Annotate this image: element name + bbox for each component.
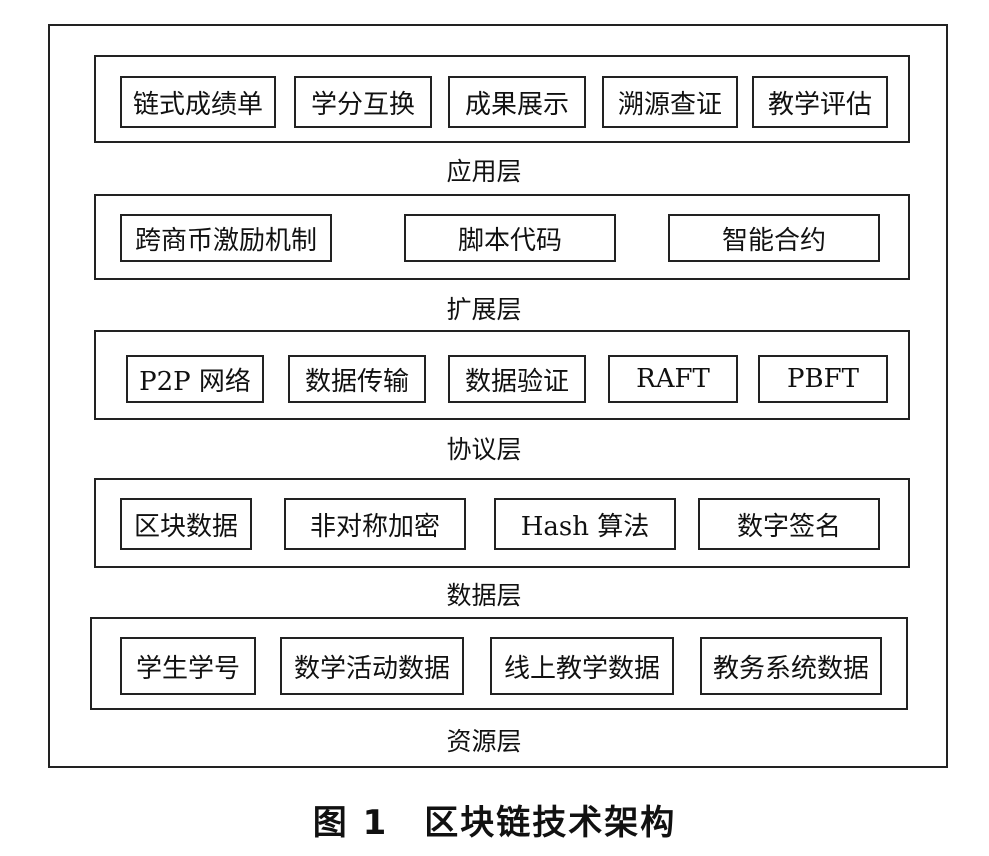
item-block-data: 区块数据 bbox=[120, 498, 252, 550]
item-online-teaching-data: 线上教学数据 bbox=[490, 637, 674, 695]
layer-data bbox=[94, 478, 910, 568]
item-math-activity-data: 数学活动数据 bbox=[280, 637, 464, 695]
item-trace-verify: 溯源查证 bbox=[602, 76, 738, 128]
item-incentive-mechanism: 跨商币激励机制 bbox=[120, 214, 332, 262]
layer-label-protocol: 协议层 bbox=[446, 435, 522, 464]
item-smart-contract: 智能合约 bbox=[668, 214, 880, 262]
item-p2p-network: P2P 网络 bbox=[126, 355, 264, 403]
item-teaching-evaluation: 教学评估 bbox=[752, 76, 888, 128]
architecture-frame bbox=[48, 24, 948, 768]
item-data-transfer: 数据传输 bbox=[288, 355, 426, 403]
item-script-code: 脚本代码 bbox=[404, 214, 616, 262]
layer-application bbox=[94, 55, 910, 143]
layer-resource bbox=[90, 617, 908, 710]
item-asymmetric-encryption: 非对称加密 bbox=[284, 498, 466, 550]
item-academic-system-data: 教务系统数据 bbox=[700, 637, 882, 695]
item-digital-signature: 数字签名 bbox=[698, 498, 880, 550]
layer-extension bbox=[94, 194, 910, 280]
layer-label-data: 数据层 bbox=[446, 581, 522, 610]
layer-label-extension: 扩展层 bbox=[446, 295, 522, 324]
layer-label-resource: 资源层 bbox=[446, 727, 522, 756]
item-chain-transcript: 链式成绩单 bbox=[120, 76, 276, 128]
item-achievement-display: 成果展示 bbox=[448, 76, 586, 128]
item-student-id: 学生学号 bbox=[120, 637, 256, 695]
item-hash-algorithm: Hash 算法 bbox=[494, 498, 676, 550]
item-data-verification: 数据验证 bbox=[448, 355, 586, 403]
layer-protocol bbox=[94, 330, 910, 420]
item-raft: RAFT bbox=[608, 355, 738, 403]
figure-caption: 图 1 区块链技术架构 bbox=[312, 803, 677, 843]
item-pbft: PBFT bbox=[758, 355, 888, 403]
item-credit-exchange: 学分互换 bbox=[294, 76, 432, 128]
layer-label-application: 应用层 bbox=[446, 157, 522, 186]
